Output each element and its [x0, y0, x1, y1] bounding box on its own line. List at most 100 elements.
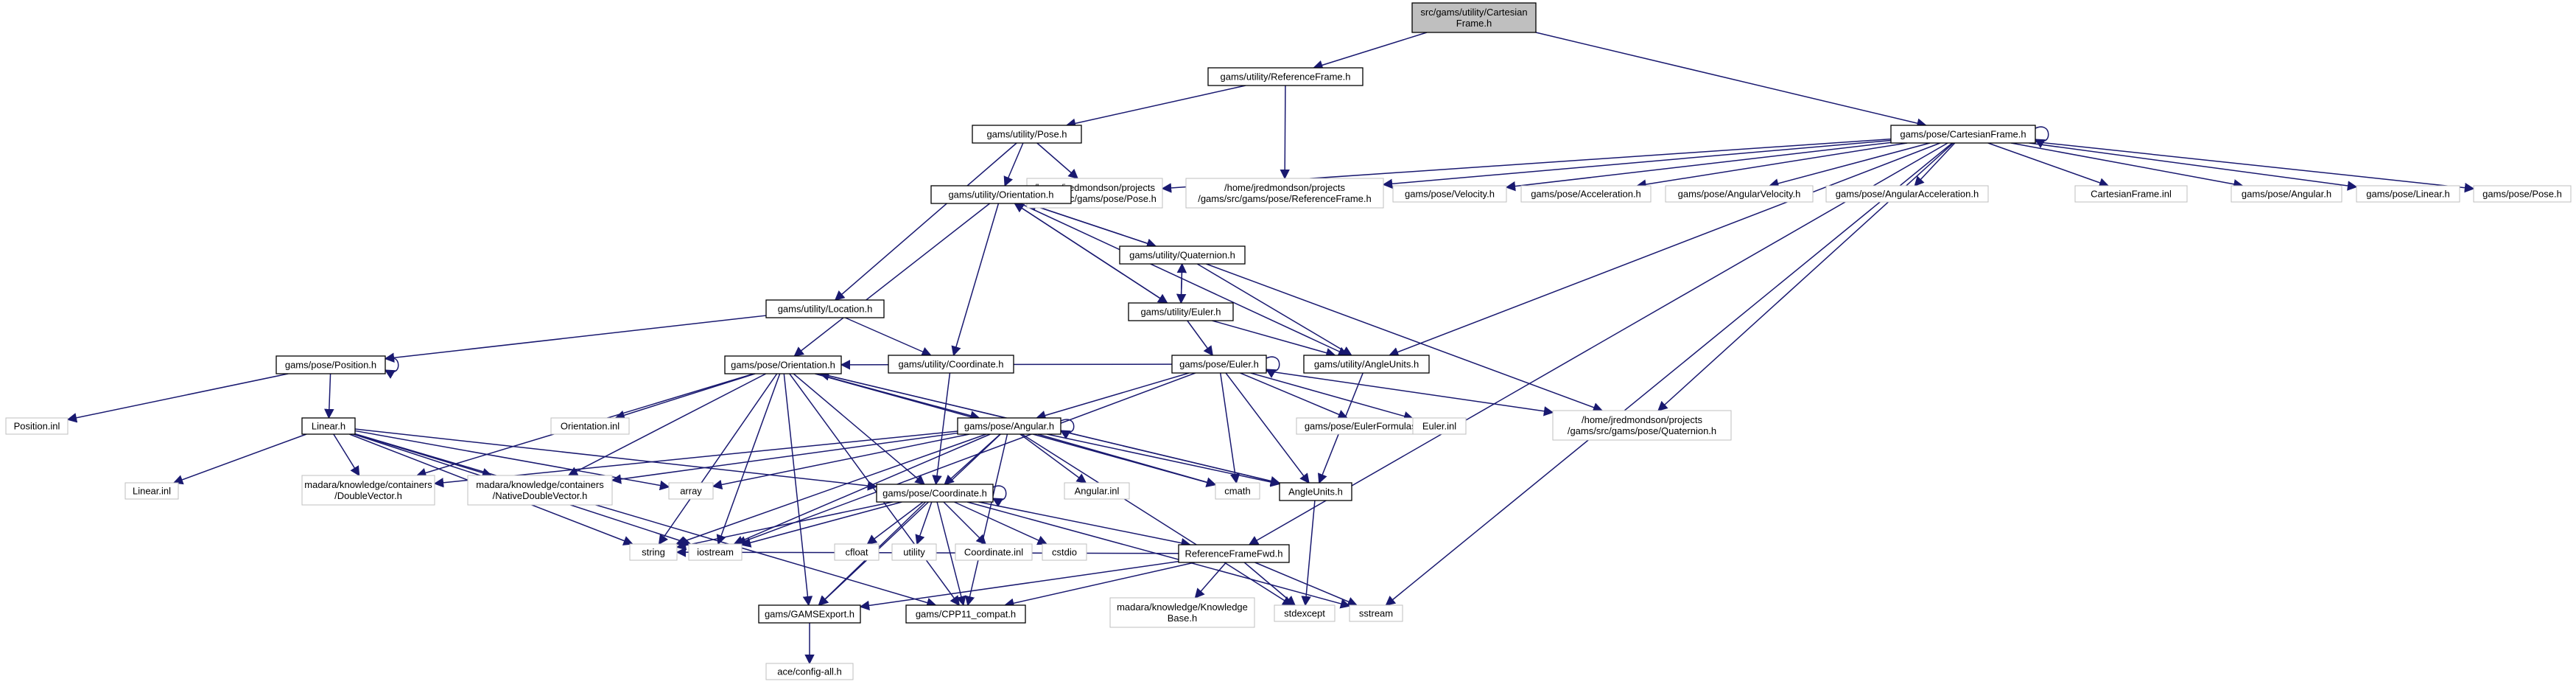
edge-pose_Angular_h-to-AngleUnits_h	[1047, 433, 1281, 487]
edge-ReferenceFrameFwd_h-to-stdexcept	[1243, 562, 1296, 606]
node-pose_Euler_h[interactable]: gams/pose/Euler.h	[1171, 355, 1267, 374]
edge-util_Quaternion_h-to-util_Orientation_h	[1026, 201, 1157, 247]
node-box	[765, 663, 854, 680]
node-box	[276, 355, 386, 374]
node-util_Coordinate_h[interactable]: gams/utility/Coordinate.h	[888, 355, 1014, 374]
node-Linear_h[interactable]: Linear.h	[301, 417, 356, 435]
node-ReferenceFrame_h[interactable]: gams/utility/ReferenceFrame.h	[1207, 67, 1364, 86]
node-box	[1825, 185, 1989, 203]
node-label: gams/pose/Velocity.h	[1405, 189, 1495, 200]
node-box	[1303, 355, 1430, 374]
node-Coordinate_inl: Coordinate.inl	[955, 543, 1033, 561]
node-array: array	[668, 482, 714, 500]
node-pose_Angular_h[interactable]: gams/pose/Angular.h	[957, 417, 1061, 435]
node-label: gams/utility/Orientation.h	[948, 189, 1053, 200]
edge-pose_Angular_h-to-string	[675, 433, 987, 546]
edge-util_Euler_h-to-pose_Euler_h	[1187, 320, 1214, 357]
node-label: /home/jredmondson/projects	[1224, 182, 1346, 193]
node-Pose_h[interactable]: gams/utility/Pose.h	[972, 125, 1082, 144]
node-box	[957, 417, 1061, 435]
node-CartesianFrame_inl: CartesianFrame.inl	[2074, 185, 2188, 203]
node-label: Orientation.inl	[561, 421, 620, 432]
edge-pose_Coordinate_h-to-Coordinate_inl	[943, 501, 986, 545]
node-home_RefFrame_h: /home/jredmondson/projects/gams/src/gams…	[1185, 178, 1384, 209]
node-box	[1064, 482, 1130, 500]
edge-AngleUnits_h-to-stdexcept	[1301, 500, 1316, 607]
node-util_Euler_h[interactable]: gams/utility/Euler.h	[1128, 302, 1234, 321]
node-Linear_inl: Linear.inl	[124, 482, 179, 500]
node-label: gams/pose/Euler.h	[1179, 359, 1259, 370]
node-label: /DoubleVector.h	[334, 490, 402, 501]
node-label: Linear.inl	[133, 486, 171, 497]
node-box	[467, 475, 613, 506]
node-box	[1890, 125, 2036, 144]
node-cstdio: cstdio	[1042, 543, 1087, 561]
node-util_AngleUnits_h[interactable]: gams/utility/AngleUnits.h	[1303, 355, 1430, 374]
node-cmath: cmath	[1215, 482, 1260, 500]
node-pose_Coordinate_h[interactable]: gams/pose/Coordinate.h	[876, 484, 994, 503]
edge-util_Euler_h-to-util_Quaternion_h	[1176, 262, 1187, 304]
edge-pose_Euler_h-to-iostream	[736, 372, 1196, 546]
edge-util_Euler_h-to-util_Orientation_h	[1014, 203, 1168, 304]
node-AngleUnits_h[interactable]: AngleUnits.h	[1279, 482, 1352, 501]
node-utility: utility	[891, 543, 937, 561]
edge-CartesianFrame_h-to-home_RefFrame_h	[1382, 139, 1892, 189]
edge-CartesianFrame_h-to-pose_Pose_h	[2035, 141, 2475, 193]
edge-util_Location_h-to-util_Coordinate_h	[845, 317, 932, 357]
node-util_Orientation_h[interactable]: gams/utility/Orientation.h	[930, 185, 1072, 204]
edge-Pose_h-to-util_Location_h	[834, 142, 1017, 301]
node-pose_EulerFormulas_inl: gams/pose/EulerFormulas.inl	[1296, 417, 1437, 435]
edge-pose_Angular_h-to-array	[712, 433, 970, 490]
edge-util_Location_h-to-pose_Position_h	[384, 315, 767, 363]
node-box	[1109, 597, 1255, 628]
node-box	[1392, 185, 1507, 203]
node-box	[5, 417, 69, 435]
node-CartesianFrame_h[interactable]: gams/pose/CartesianFrame.h	[1890, 125, 2036, 144]
edge-pose_Orientation_h-to-GAMSExport_h	[783, 373, 813, 607]
node-label: gams/pose/Acceleration.h	[1531, 189, 1641, 200]
node-box	[758, 604, 861, 624]
node-box	[2473, 185, 2572, 203]
edge-Pose_h-to-home_Pose_h	[1036, 142, 1079, 179]
node-box	[2231, 185, 2342, 203]
edge-ReferenceFrameFwd_h-to-KnowledgeBase_h	[1194, 562, 1227, 599]
node-label: string	[642, 547, 665, 558]
node-CPP11_compat_h[interactable]: gams/CPP11_compat.h	[905, 604, 1026, 624]
node-label: stdexcept	[1284, 608, 1325, 619]
node-GAMSExport_h[interactable]: gams/GAMSExport.h	[758, 604, 861, 624]
node-box	[1552, 410, 1732, 441]
dependency-edges	[66, 32, 2475, 665]
node-box	[550, 417, 630, 435]
node-label: madara/knowledge/Knowledge	[1117, 601, 1248, 613]
node-root[interactable]: src/gams/utility/CartesianFrame.h	[1411, 2, 1537, 33]
node-label: gams/pose/Position.h	[285, 360, 376, 371]
node-label: /gams/src/gams/pose/ReferenceFrame.h	[1198, 193, 1372, 204]
node-box	[834, 543, 880, 561]
node-label: gams/pose/Angular.h	[2242, 189, 2331, 200]
edge-ReferenceFrameFwd_h-to-GAMSExport_h	[859, 560, 1179, 611]
node-ReferenceFrameFwd_h[interactable]: ReferenceFrameFwd.h	[1178, 544, 1290, 563]
node-box	[1349, 604, 1403, 622]
edge-ReferenceFrameFwd_h-to-CPP11_compat_h	[1003, 562, 1195, 608]
node-box	[301, 417, 356, 435]
node-pose_Pose_h: gams/pose/Pose.h	[2473, 185, 2572, 203]
edge-pose_Coordinate_h-to-CPP11_compat_h	[936, 501, 966, 607]
edge-pose_Orientation_h-to-string	[658, 373, 778, 545]
node-ace_config_all_h: ace/config-all.h	[765, 663, 854, 680]
node-pose_Velocity_h: gams/pose/Velocity.h	[1392, 185, 1507, 203]
node-label: gams/utility/Quaternion.h	[1129, 250, 1235, 261]
node-pose_Position_h[interactable]: gams/pose/Position.h	[276, 355, 386, 374]
edge-pose_Angular_h-to-DoubleVector_h	[433, 430, 958, 488]
node-pose_Orientation_h[interactable]: gams/pose/Orientation.h	[724, 355, 842, 374]
node-label: gams/pose/Linear.h	[2366, 189, 2449, 200]
edge-CartesianFrame_h-to-pose_Velocity_h	[1505, 142, 1892, 192]
node-Angular_inl: Angular.inl	[1064, 482, 1130, 500]
edge-CartesianFrame_h-to-CartesianFrame_inl	[1987, 142, 2110, 188]
node-util_Location_h[interactable]: gams/utility/Location.h	[765, 299, 885, 318]
node-label: Euler.inl	[1422, 421, 1456, 432]
node-label: utility	[903, 547, 925, 558]
node-util_Quaternion_h[interactable]: gams/utility/Quaternion.h	[1119, 245, 1246, 265]
edge-pose_Orientation_h-to-iostream	[716, 373, 781, 545]
node-label: madara/knowledge/containers	[304, 479, 432, 490]
